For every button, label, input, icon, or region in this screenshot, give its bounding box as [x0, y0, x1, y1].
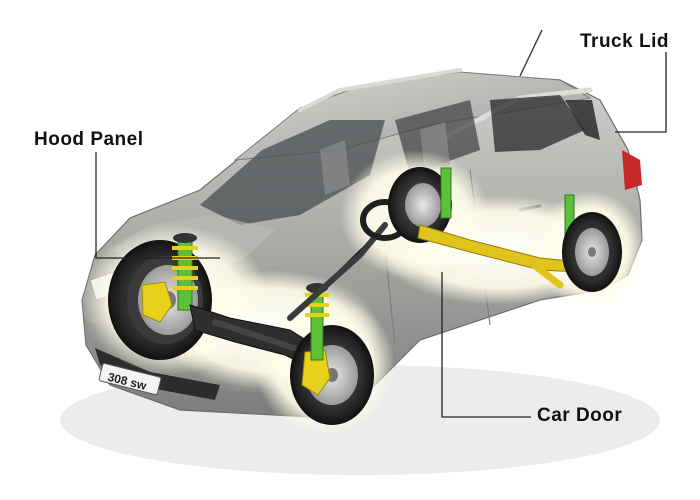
steering-rack	[212, 319, 303, 353]
license-plate	[98, 362, 162, 396]
grille	[95, 348, 220, 400]
antenna	[519, 29, 543, 77]
leader-line-truck-lid	[615, 52, 667, 133]
label-hood-panel: Hood Panel	[34, 129, 144, 150]
roof-rail-left	[298, 68, 462, 112]
rear-quarter-window	[565, 100, 600, 140]
rear-left-wheel	[388, 167, 452, 243]
rear-trailing-arm	[526, 258, 564, 289]
label-truck-lid: Truck Lid	[580, 31, 669, 52]
leader-line-car-door	[441, 272, 531, 418]
rear-right-wheel	[562, 212, 622, 292]
front-left-caliper	[141, 281, 173, 323]
tail-light	[622, 150, 642, 190]
rear-left-damper	[440, 167, 452, 219]
side-window-rear	[490, 95, 585, 152]
seat-front	[320, 140, 350, 195]
label-car-door: Car Door	[537, 405, 623, 426]
leader-line-hood-panel	[95, 152, 220, 259]
